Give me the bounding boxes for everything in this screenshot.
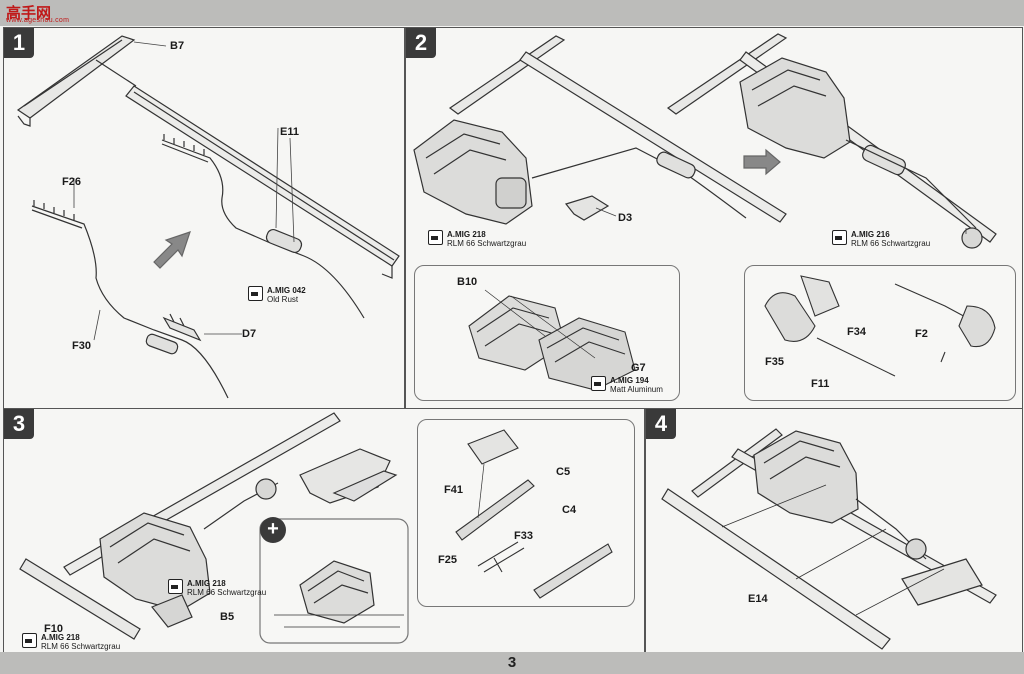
label-f41: F41	[444, 484, 463, 496]
label-d3: D3	[618, 212, 633, 224]
seat-parts-box: F41 C5 C4 F33 F25	[417, 419, 635, 607]
engine-right-drawing	[739, 57, 983, 249]
label-d7: D7	[242, 328, 257, 340]
site-logo[interactable]: 高手网	[6, 5, 52, 22]
assembly-arrow-right	[743, 148, 781, 176]
label-b7: B7	[170, 40, 185, 52]
step-2-number: 2	[406, 28, 436, 58]
paint-code: A.MIG 218	[187, 579, 226, 588]
part-d3-drawing	[564, 195, 610, 221]
paint-code: A.MIG 216	[851, 230, 890, 239]
zoom-magnifier-icon: +	[260, 517, 286, 543]
paint-name: RLM 66 Schwartzgrau	[447, 239, 527, 248]
step-1-panel: 1	[3, 27, 405, 409]
footer-bar: 3	[0, 652, 1024, 674]
paint-bottle-icon	[428, 230, 443, 245]
paint-name: Matt Aluminum	[610, 385, 663, 394]
step-4-drawing	[661, 428, 997, 650]
step-4-panel: 4 E14	[645, 408, 1023, 653]
frame-rail-drawing	[95, 59, 400, 279]
step-3-drawing	[19, 412, 409, 644]
seat-parts-drawing	[455, 429, 613, 599]
label-f34: F34	[847, 326, 866, 338]
step-4-number: 4	[646, 409, 676, 439]
paint-code: A.MIG 042	[267, 286, 306, 295]
label-c4: C4	[562, 504, 577, 516]
step-2-drawing	[413, 33, 997, 249]
label-f30: F30	[72, 340, 91, 352]
paint-name: RLM 66 Schwartzgrau	[41, 642, 121, 651]
engine-detail-drawing	[468, 289, 636, 391]
label-f25: F25	[438, 554, 457, 566]
site-url[interactable]: www.ageshou.com	[6, 17, 70, 24]
paint-name: RLM 66 Schwartzgrau	[187, 588, 267, 597]
label-f26: F26	[62, 176, 81, 188]
paint-bottle-icon	[832, 230, 847, 245]
paint-bottle-icon	[168, 579, 183, 594]
paint-bottle-icon	[591, 376, 606, 391]
step-1-drawing	[16, 35, 400, 399]
header-bar: 高手网 www.ageshou.com	[0, 0, 1024, 26]
engine-left-drawing	[413, 119, 533, 225]
part-d7-drawing	[162, 313, 202, 342]
step-2-panel: 2	[405, 27, 1023, 409]
label-f35: F35	[765, 356, 784, 368]
assembly-arrow	[153, 231, 191, 269]
paint-code: A.MIG 194	[610, 376, 649, 385]
label-b10: B10	[457, 276, 478, 288]
label-f11: F11	[811, 378, 830, 390]
part-b7-drawing	[16, 35, 136, 127]
paint-code: A.MIG 218	[447, 230, 486, 239]
part-f30-drawing	[31, 200, 229, 399]
engine-step4-drawing	[753, 430, 859, 524]
step-1-number: 1	[4, 28, 34, 58]
step-3-number: 3	[4, 409, 34, 439]
label-f2: F2	[915, 328, 928, 340]
paint-name: Old Rust	[267, 295, 299, 304]
label-b5: B5	[220, 611, 235, 623]
paint-code: A.MIG 218	[41, 633, 80, 642]
label-g7: G7	[631, 362, 646, 374]
label-e11: E11	[280, 126, 299, 138]
page-number: 3	[507, 654, 517, 671]
label-c5: C5	[556, 466, 571, 478]
paint-bottle-icon	[248, 286, 263, 301]
axle-detail-drawing	[764, 275, 996, 377]
label-f10: F10	[44, 623, 63, 635]
label-e14: E14	[748, 593, 768, 605]
part-e14-drawing	[661, 488, 891, 650]
step-3-panel: 3 +	[3, 408, 645, 653]
label-f33: F33	[514, 530, 533, 542]
paint-bottle-icon	[22, 633, 37, 648]
axle-detail-box: F34 F2 F35 F11	[744, 265, 1016, 401]
part-e11-drawing	[161, 134, 365, 319]
paint-name: RLM 66 Schwartzgrau	[851, 239, 931, 248]
